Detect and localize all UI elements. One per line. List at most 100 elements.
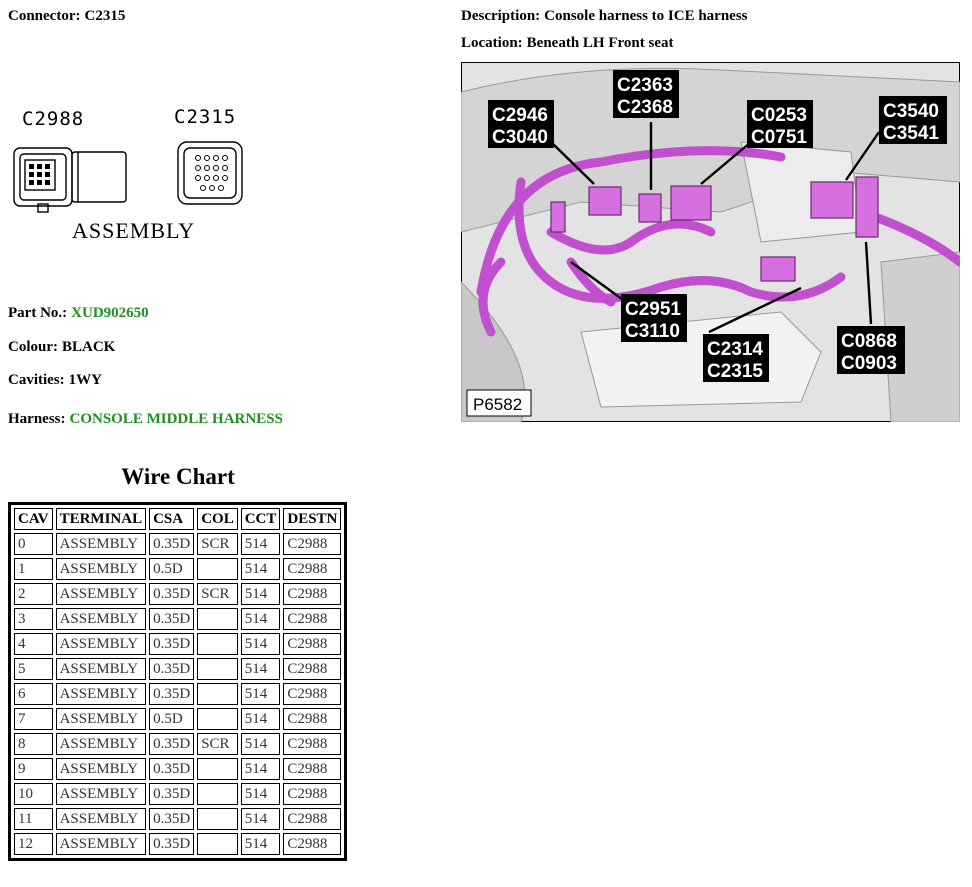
callout-2-line1: C2363 — [617, 75, 673, 96]
cell-cav: 0 — [14, 533, 53, 555]
wire-chart-header-row: CAV TERMINAL CSA COL CCT DESTN — [14, 508, 342, 530]
cell-destn: C2988 — [283, 808, 342, 830]
cell-destn: C2988 — [283, 558, 342, 580]
cell-cct: 514 — [240, 833, 281, 855]
cell-terminal: ASSEMBLY — [55, 808, 147, 830]
cell-destn: C2988 — [283, 708, 342, 730]
cell-terminal: ASSEMBLY — [55, 558, 147, 580]
column-header-terminal: TERMINAL — [55, 508, 147, 530]
cell-terminal: ASSEMBLY — [55, 783, 147, 805]
cavities-label: Cavities: — [8, 372, 65, 388]
cell-destn: C2988 — [283, 658, 342, 680]
callout-4-line1: C3540 — [883, 101, 939, 122]
connector-drawing: C2988 C2315 ASSEMBLY — [8, 100, 268, 250]
cell-destn: C2988 — [283, 683, 342, 705]
cell-terminal: ASSEMBLY — [55, 758, 147, 780]
cell-cct: 514 — [240, 683, 281, 705]
location-photo: C2946 C3040 C2363 C2368 C0253 C0751 C354… — [461, 62, 960, 422]
cell-terminal: ASSEMBLY — [55, 583, 147, 605]
callout-arrows — [550, 122, 880, 334]
cell-cav: 10 — [14, 783, 53, 805]
cell-csa: 0.35D — [149, 758, 195, 780]
cell-cct: 514 — [240, 808, 281, 830]
cell-cct: 514 — [240, 658, 281, 680]
part-number-label: Part No.: — [8, 305, 68, 321]
cell-terminal: ASSEMBLY — [55, 733, 147, 755]
callout-1-line1: C2946 — [492, 105, 548, 126]
colour-row: Colour: BLACK — [8, 338, 115, 356]
column-header-cct: CCT — [240, 508, 281, 530]
cell-cav: 7 — [14, 708, 53, 730]
cell-csa: 0.35D — [149, 633, 195, 655]
cell-terminal: ASSEMBLY — [55, 683, 147, 705]
cell-terminal: ASSEMBLY — [55, 533, 147, 555]
connector-drawing-right-label: C2315 — [174, 106, 237, 128]
description-value: Console harness to ICE harness — [544, 8, 748, 24]
callout-1-line2: C3040 — [492, 127, 548, 148]
cell-cav: 6 — [14, 683, 53, 705]
cell-destn: C2988 — [283, 583, 342, 605]
cell-cav: 11 — [14, 808, 53, 830]
cell-col — [197, 808, 238, 830]
part-number-link[interactable]: XUD902650 — [71, 305, 149, 321]
cell-terminal: ASSEMBLY — [55, 708, 147, 730]
column-header-csa: CSA — [149, 508, 195, 530]
description-label: Description: — [461, 8, 541, 24]
colour-value: BLACK — [62, 339, 116, 355]
callout-5-line2: C3110 — [625, 321, 680, 342]
column-header-cav: CAV — [14, 508, 53, 530]
photo-ref: P6582 — [473, 395, 522, 414]
cell-col: SCR — [197, 533, 238, 555]
harness-wires — [476, 146, 960, 337]
cell-terminal: ASSEMBLY — [55, 658, 147, 680]
cell-csa: 0.35D — [149, 533, 195, 555]
cell-cav: 3 — [14, 608, 53, 630]
part-number-row: Part No.: XUD902650 — [8, 304, 149, 322]
cell-cct: 514 — [240, 733, 281, 755]
location-heading: Location: Beneath LH Front seat — [461, 34, 673, 52]
cell-col — [197, 783, 238, 805]
cell-col — [197, 558, 238, 580]
cell-terminal: ASSEMBLY — [55, 633, 147, 655]
connector-drawing-caption: ASSEMBLY — [72, 218, 196, 243]
cell-destn: C2988 — [283, 533, 342, 555]
connector-outline-icon — [13, 141, 243, 213]
cell-csa: 0.35D — [149, 658, 195, 680]
cavities-value: 1WY — [68, 372, 102, 388]
photo-ref-box — [466, 389, 532, 417]
callout-3-line2: C0751 — [751, 127, 807, 148]
callout-3-line1: C0253 — [751, 105, 807, 126]
cell-cav: 2 — [14, 583, 53, 605]
harness-link[interactable]: CONSOLE MIDDLE HARNESS — [69, 411, 283, 427]
column-header-destn: DESTN — [283, 508, 342, 530]
cell-csa: 0.35D — [149, 733, 195, 755]
cell-cct: 514 — [240, 533, 281, 555]
cell-col — [197, 708, 238, 730]
cell-cav: 12 — [14, 833, 53, 855]
callout-4-line2: C3541 — [883, 123, 939, 144]
cell-col — [197, 683, 238, 705]
cell-cct: 514 — [240, 783, 281, 805]
cell-destn: C2988 — [283, 733, 342, 755]
cell-cct: 514 — [240, 583, 281, 605]
cell-terminal: ASSEMBLY — [55, 833, 147, 855]
location-value: Beneath LH Front seat — [526, 35, 674, 51]
cell-csa: 0.5D — [149, 708, 195, 730]
cell-col — [197, 608, 238, 630]
cell-col: SCR — [197, 583, 238, 605]
cell-csa: 0.35D — [149, 833, 195, 855]
column-header-col: COL — [197, 508, 238, 530]
